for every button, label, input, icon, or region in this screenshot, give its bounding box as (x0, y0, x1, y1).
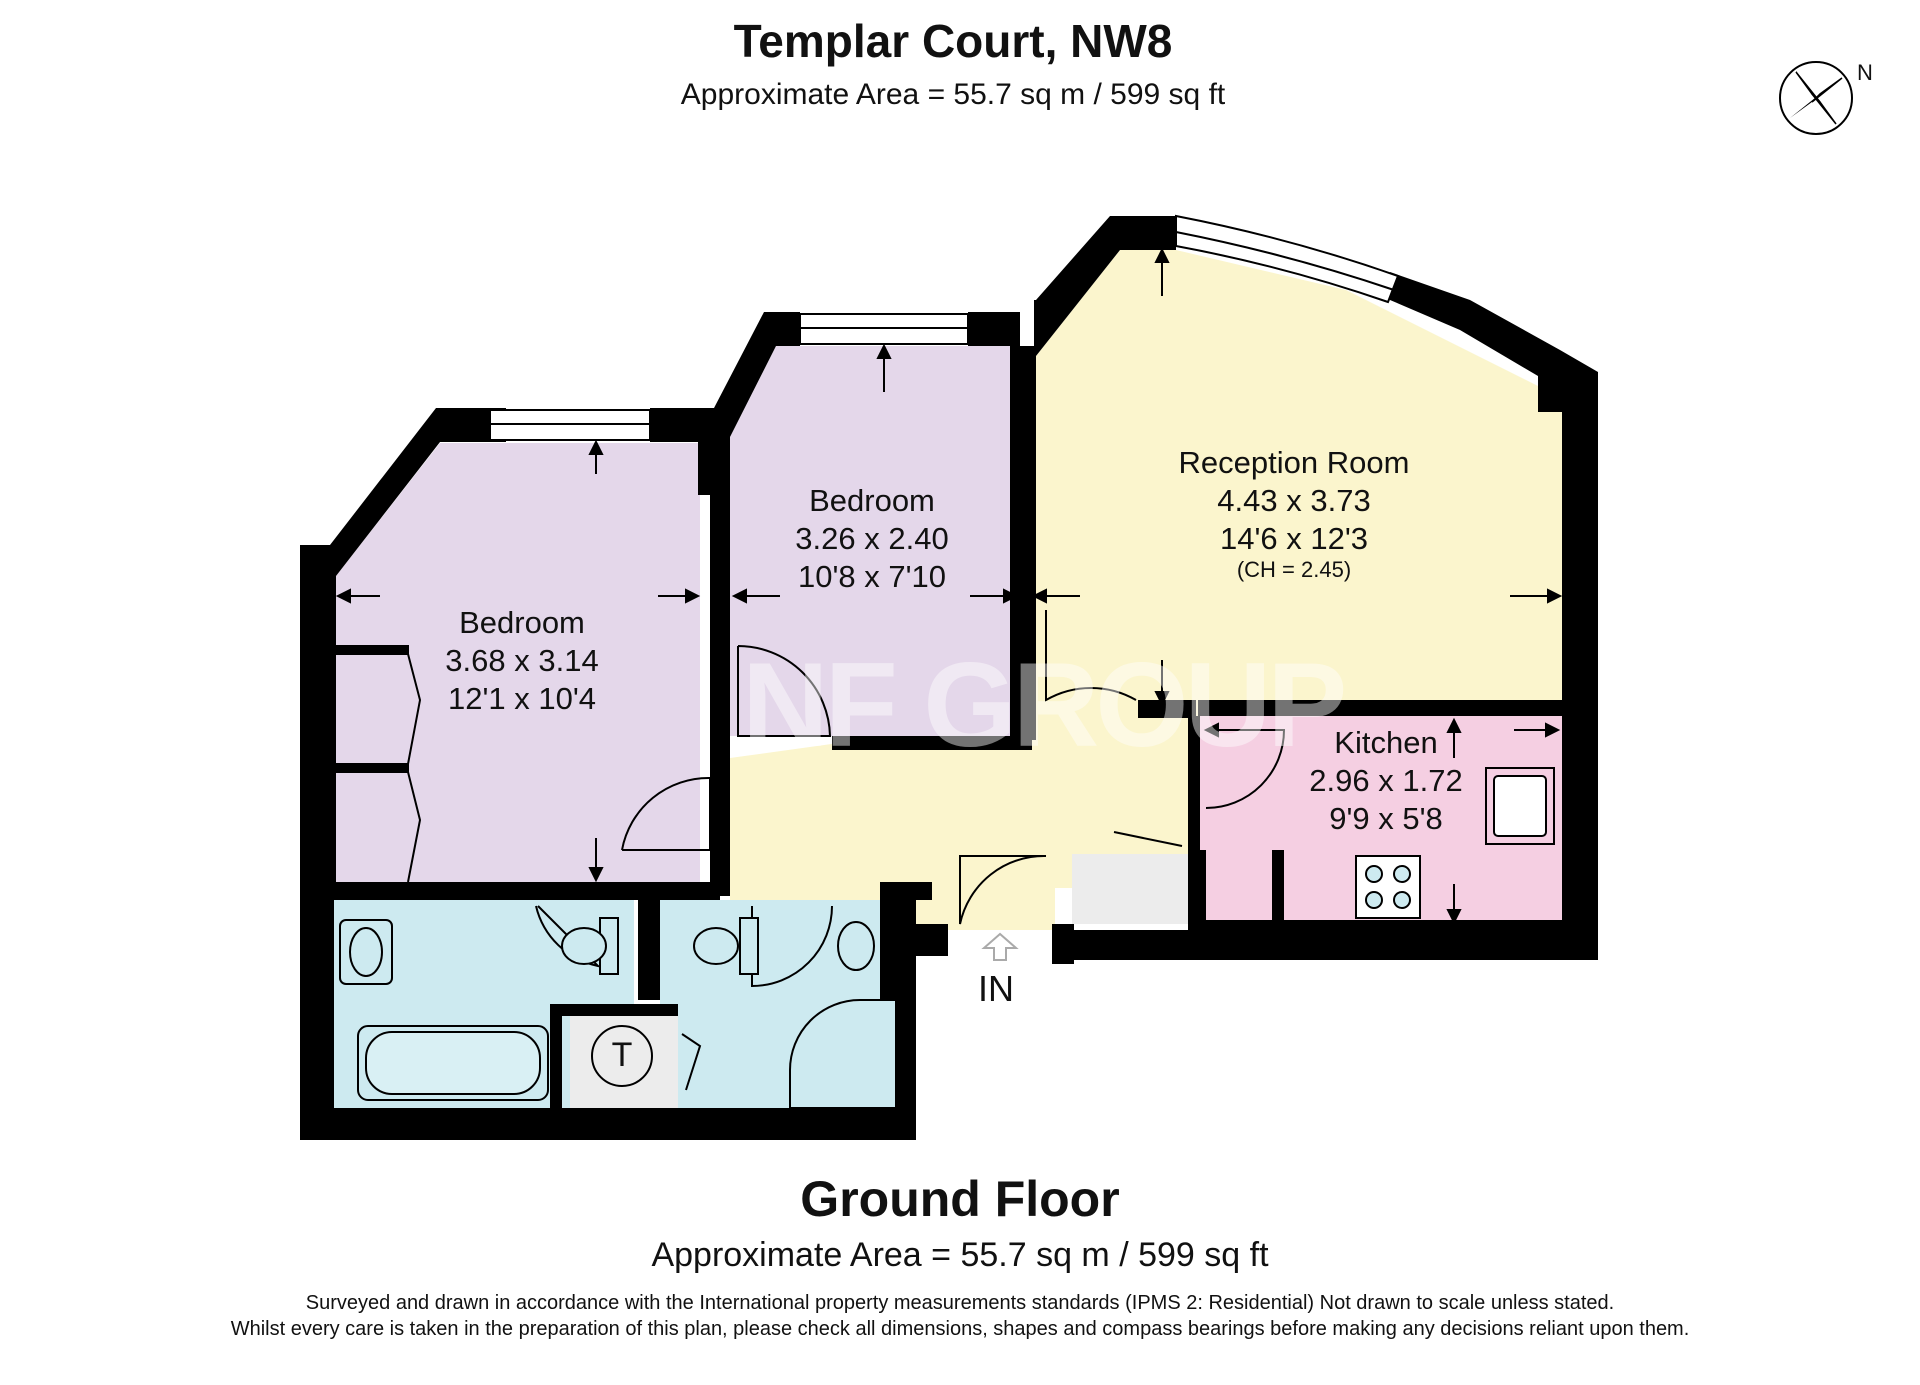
room-imperial: 10'8 x 7'10 (797, 558, 946, 594)
watermark-logo: NF GROUP (742, 638, 1347, 772)
room-metric: 3.26 x 2.40 (795, 520, 949, 556)
disclaimer-line-1: Surveyed and drawn in accordance with th… (305, 1292, 1615, 1314)
basin-icon-2 (837, 921, 875, 971)
room-imperial: 14'6 x 12'3 (1219, 520, 1368, 556)
plan-subtitle: Approximate Area = 55.7 sq m / 599 sq ft (680, 78, 1226, 111)
toilet-icon (561, 927, 607, 965)
room-metric: 3.68 x 3.14 (445, 642, 599, 678)
room-metric: 2.96 x 1.72 (1309, 762, 1463, 798)
room-name: Bedroom (809, 483, 935, 518)
north-label: N (1857, 60, 1873, 85)
floor-name: Ground Floor (800, 1171, 1120, 1227)
basin-icon (349, 927, 383, 977)
entrance-label: IN (978, 968, 1014, 1009)
bedroom-small-fill (730, 346, 1016, 736)
doors (535, 610, 1286, 1091)
reception-room-label: Reception Room 4.43 x 3.73 14'6 x 12'3 (… (1094, 444, 1494, 584)
windows (489, 214, 1400, 441)
hob-ring-icon (1393, 865, 1411, 883)
hob-ring-icon (1365, 891, 1383, 909)
bedroom-large-fill (336, 443, 700, 882)
tank-icon (591, 1025, 653, 1087)
cupboard-fill (1072, 854, 1188, 924)
hob-ring-icon (1365, 865, 1383, 883)
room-name: Bedroom (459, 605, 585, 640)
bedroom-small-label: Bedroom 3.26 x 2.40 10'8 x 7'10 (732, 482, 1012, 595)
kitchen-label: Kitchen 2.96 x 1.72 9'9 x 5'8 (1256, 724, 1516, 837)
fixtures (339, 767, 1555, 1109)
entrance-arrow-icon (981, 932, 1019, 961)
room-metric: 4.43 x 3.73 (1217, 482, 1371, 518)
reception-room-fill (1034, 250, 1562, 716)
room-name: Reception Room (1178, 445, 1410, 480)
room-name: Kitchen (1334, 725, 1438, 760)
toilet-icon-2 (693, 927, 739, 965)
plan-title: Templar Court, NW8 (733, 15, 1173, 67)
tank-label: T (611, 1036, 633, 1074)
bedroom-large-label: Bedroom 3.68 x 3.14 12'1 x 10'4 (382, 604, 662, 717)
wardrobes (335, 645, 422, 883)
room-imperial: 12'1 x 10'4 (447, 680, 596, 716)
compass-icon (1779, 61, 1853, 135)
room-imperial: 9'9 x 5'8 (1329, 800, 1443, 836)
floor-area: Approximate Area = 55.7 sq m / 599 sq ft (651, 1236, 1269, 1274)
dimension-arrows (335, 247, 1563, 925)
ceiling-height: (CH = 2.45) (1236, 557, 1352, 583)
disclaimer-line-2: Whilst every care is taken in the prepar… (230, 1318, 1690, 1340)
hob-ring-icon (1393, 891, 1411, 909)
